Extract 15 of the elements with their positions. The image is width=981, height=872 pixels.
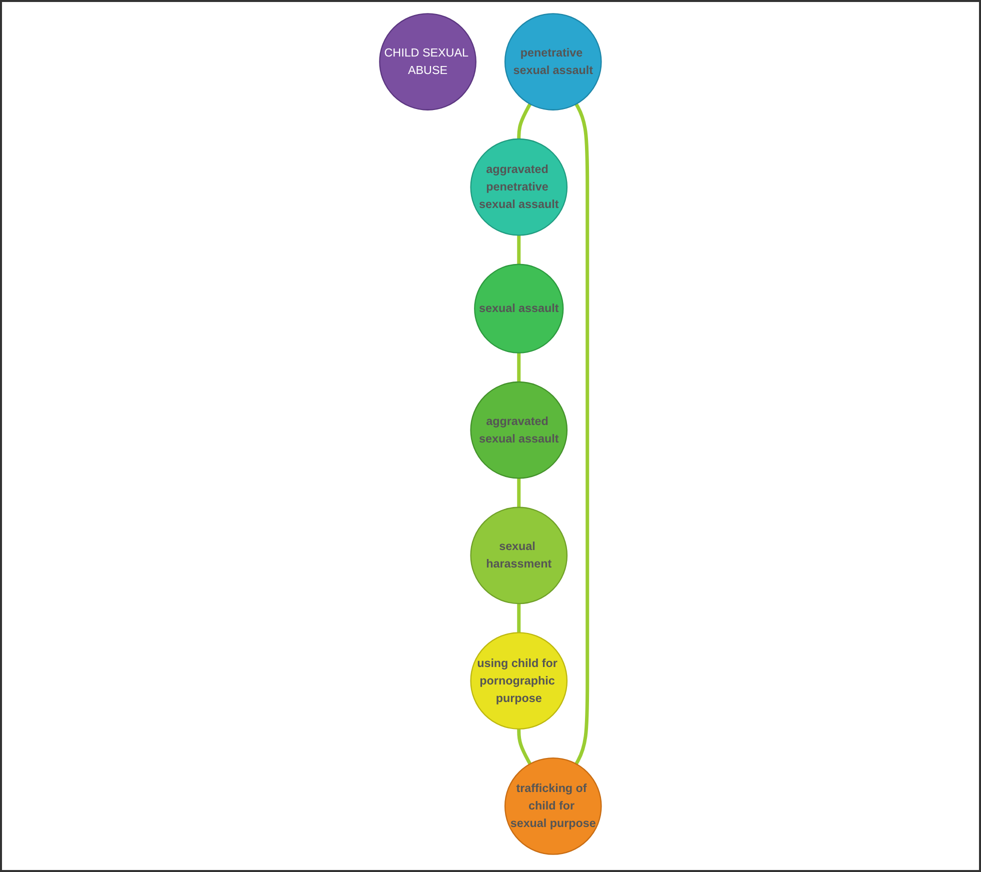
node-circle: sexual harassment xyxy=(470,506,568,604)
connector xyxy=(574,102,590,764)
connector xyxy=(517,728,532,764)
connector xyxy=(517,603,521,632)
connector xyxy=(517,352,521,382)
node-circle: aggravated penetrative sexual assault xyxy=(470,138,568,236)
connector xyxy=(517,478,521,507)
node-circle: penetrative sexual assault xyxy=(504,12,602,110)
node-circle: aggravated sexual assault xyxy=(470,380,568,478)
node-circle: CHILD SEXUAL ABUSE xyxy=(379,12,476,110)
connector xyxy=(517,234,521,264)
node-circle: using child for pornographic purpose xyxy=(470,632,568,730)
node-circle: trafficking of child for sexual purpose xyxy=(504,757,602,854)
node-circle: sexual assault xyxy=(474,263,564,353)
connector xyxy=(517,102,532,139)
